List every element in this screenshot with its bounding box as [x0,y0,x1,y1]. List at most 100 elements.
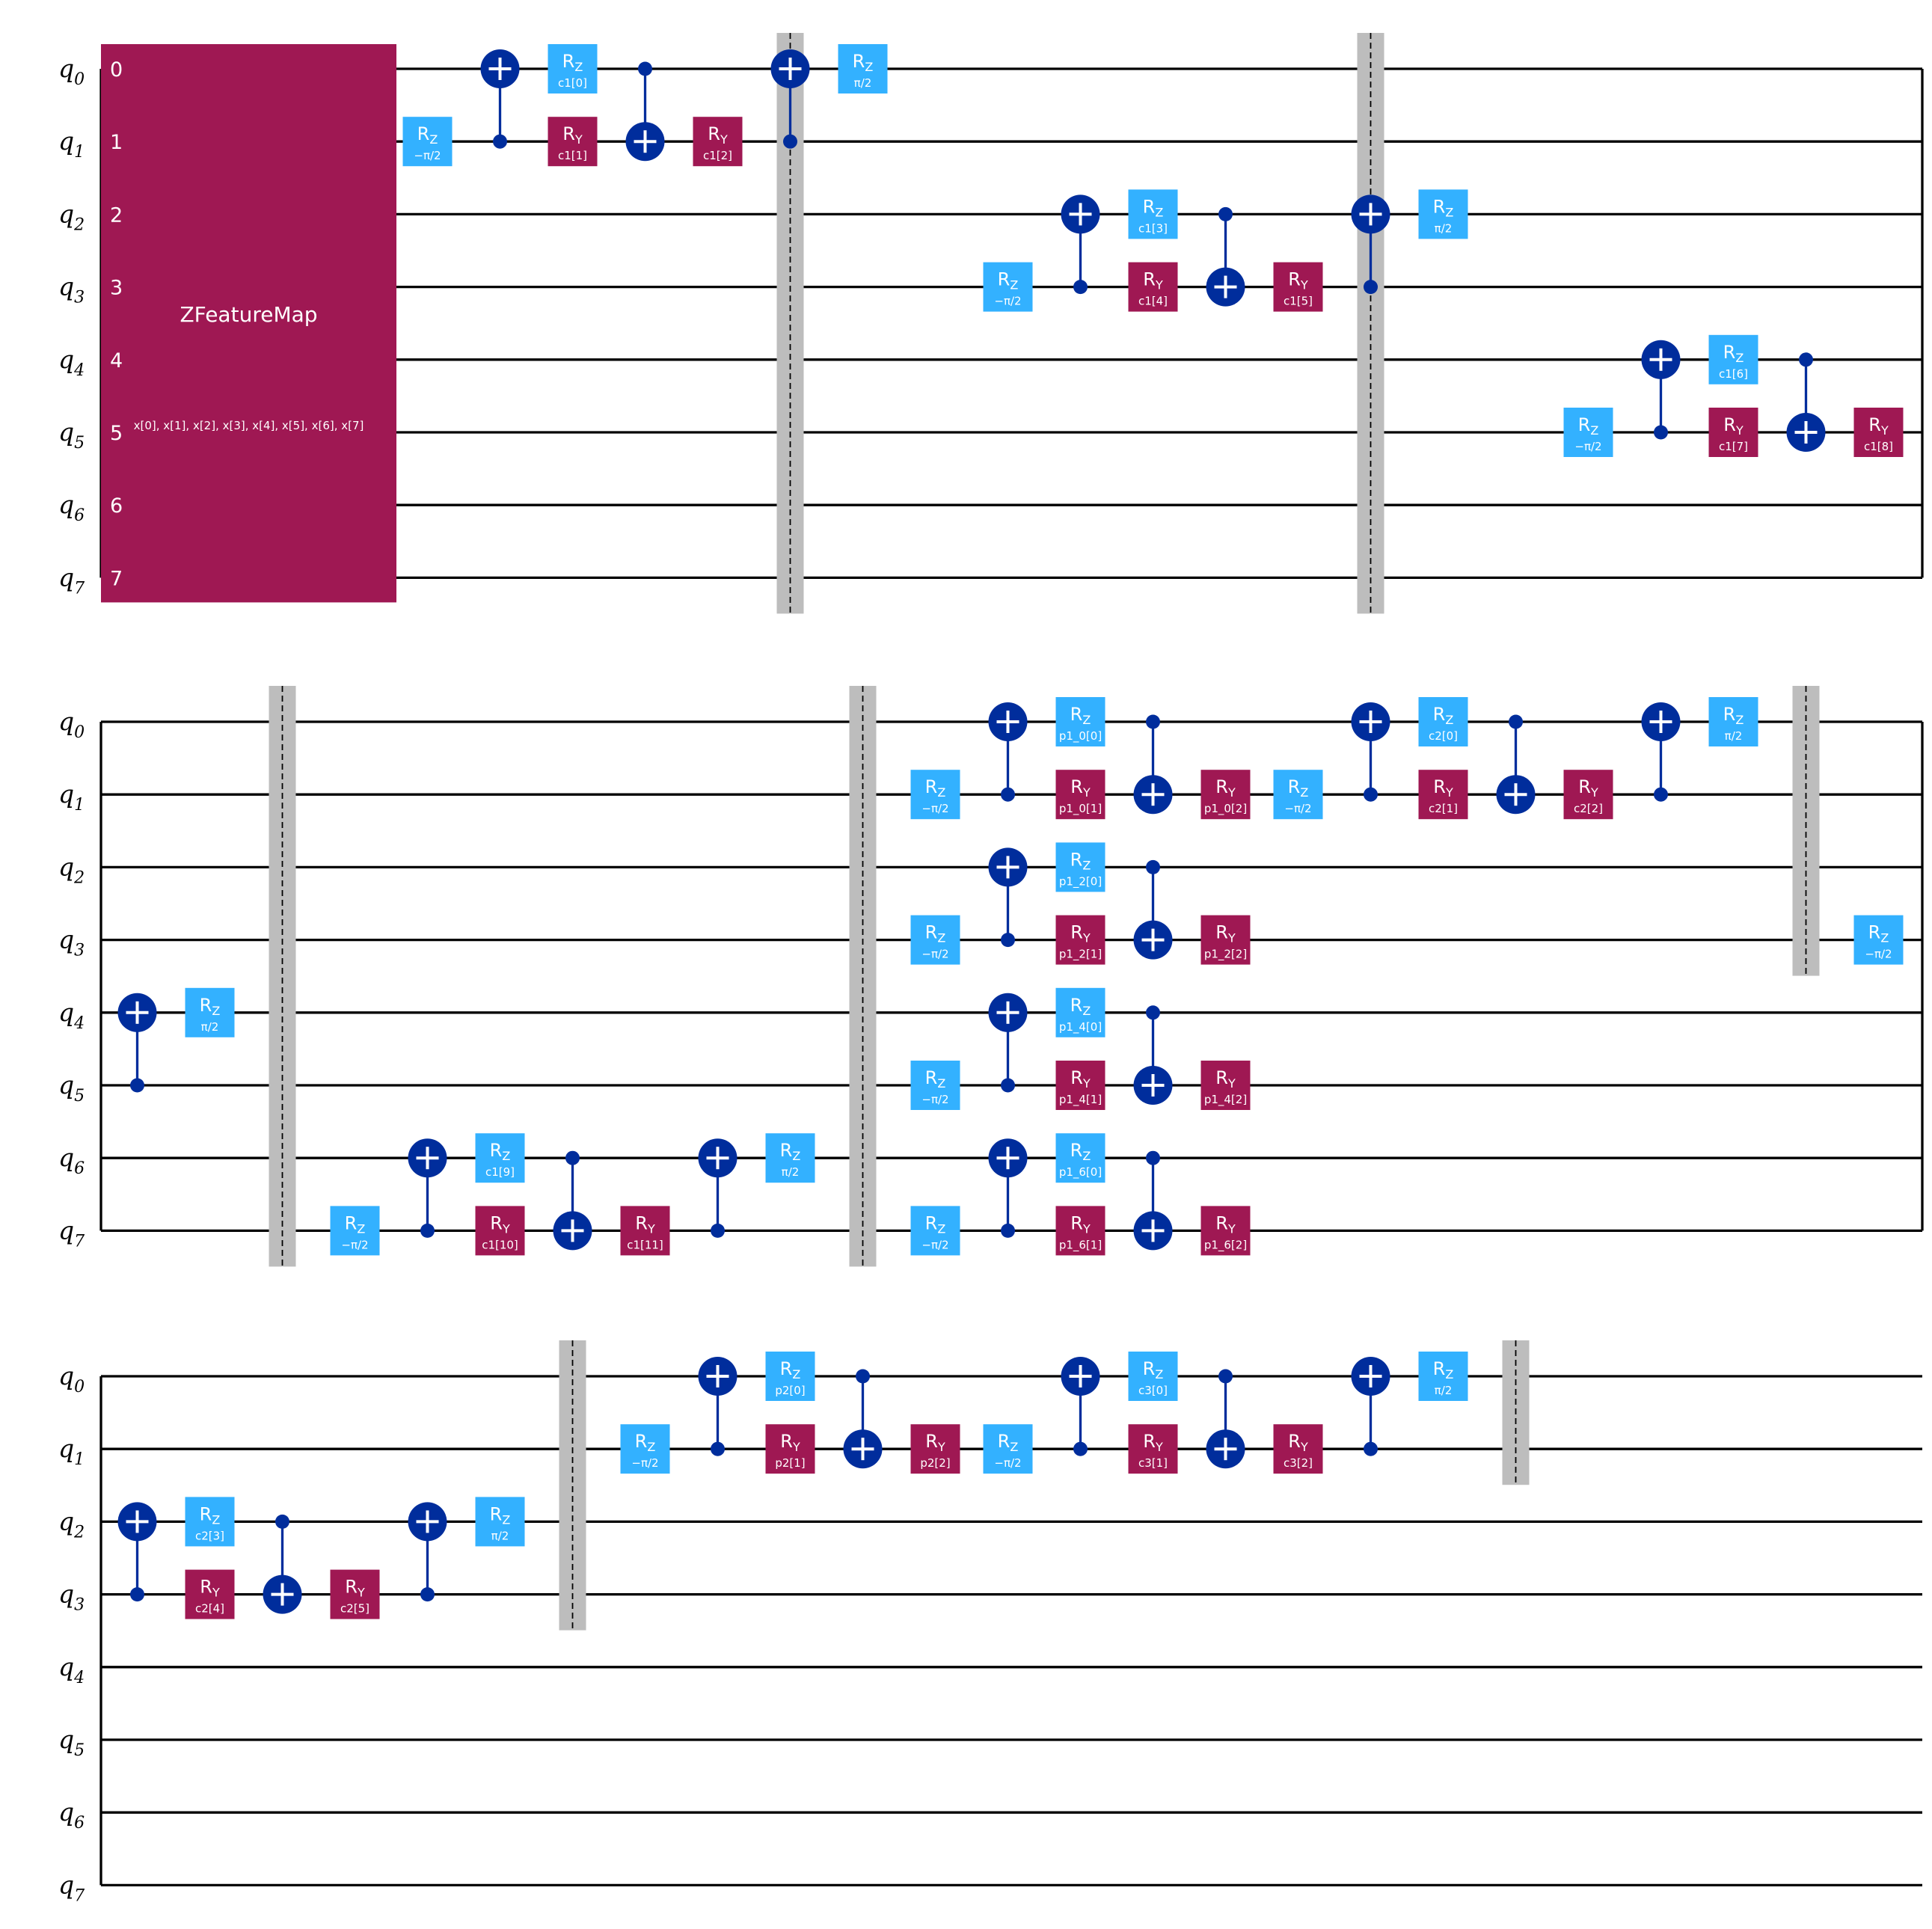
cnot-gate [1061,194,1100,295]
gate-name-axis: Z [937,931,945,945]
qubit-label-base: q [58,1797,74,1827]
ry-gate-box [330,1569,380,1619]
cnot-gate [843,1369,883,1469]
gate-name: RZ [1723,704,1744,727]
gate-name-axis: Y [574,132,583,147]
gate-name-axis: Z [212,1004,220,1018]
gate-parameter: p1_6[2] [1204,1238,1247,1252]
barrier [849,686,877,1267]
gate-name: RZ [1868,922,1889,945]
gate-name-axis: Z [1735,351,1744,365]
qubit-label-base: q [58,1215,74,1245]
qubit-label-index: 3 [74,1596,85,1615]
gate-name: RZ [925,1212,946,1236]
ry-gate-box [1273,262,1323,312]
cnot-gate [1133,1005,1173,1105]
gate-name: RY [635,1212,655,1236]
gate-name-base: R [925,922,938,943]
ry-gate-box [1200,1061,1251,1110]
rz-gate: RZ−π/2 [1853,915,1904,965]
cnot-control-dot [1001,1223,1015,1238]
rz-gate-box [765,1352,815,1401]
gate-name-base: R [998,269,1011,290]
gate-name-base: R [1433,1358,1446,1379]
gate-name-axis: Y [1300,1440,1308,1454]
gate-parameter: −π/2 [414,149,441,162]
rz-gate: RZπ/2 [765,1133,815,1183]
rz-gate-box [1128,189,1178,239]
rz-gate-box [910,1206,960,1256]
qubit-label-index: 1 [74,1450,85,1469]
gate-parameter: π/2 [854,76,872,90]
cnot-control-dot [1364,280,1378,295]
gate-name: RY [1143,1431,1163,1454]
qubit-label-base: q [58,1580,74,1609]
rz-gate-box [548,44,598,93]
rz-gate: RZ−π/2 [620,1424,670,1474]
rz-gate-box [1055,842,1105,892]
gate-name-axis: Z [1082,713,1091,727]
gate-name-axis: Z [502,1512,510,1527]
qubit-label-index: 6 [74,506,85,525]
cnot-control-dot [1218,206,1233,221]
rz-gate-box [983,1424,1033,1474]
cnot-gate [698,1357,737,1456]
gate-name: RY [1070,922,1091,945]
gate-name-axis: Y [792,1440,800,1454]
qubit-label-q1: q1 [58,779,85,815]
cnot-gate [480,49,520,149]
cnot-control-dot [1364,1441,1378,1456]
gate-name-axis: Y [1155,1440,1163,1454]
gate-parameter: p2[1] [775,1456,805,1470]
rz-gate: RZ−π/2 [983,1424,1033,1474]
qubit-label-q0: q0 [58,1361,85,1396]
gate-name: RZ [417,123,438,147]
gate-parameter: c2[3] [195,1529,224,1542]
qubit-label-index: 7 [74,1886,85,1905]
gate-name-axis: Z [1082,1149,1091,1163]
cnot-control-dot [420,1587,435,1602]
cnot-control-dot [1146,1150,1160,1165]
qubit-label-q7: q7 [58,1215,85,1251]
gate-parameter: −π/2 [921,802,948,815]
cnot-gate [117,1502,157,1602]
qubit-label-base: q [58,199,74,228]
gate-name-base: R [417,123,430,144]
cnot-control-dot [1218,1369,1233,1384]
gate-name-axis: Z [937,1221,945,1236]
qubit-label-base: q [58,779,74,809]
cnot-control-dot [638,61,652,76]
qubit-label-q4: q4 [58,998,85,1033]
circuit-row-2: q0q1q2q3q4q5q6q7RZc2[3]RYc2[4]RYc2[5]RZπ… [58,1340,1922,1905]
qubit-label-base: q [58,925,74,954]
rz-gate-box [910,770,960,820]
gate-name: RY [1143,269,1163,292]
gate-name-axis: Y [937,1440,945,1454]
cnot-control-dot [1654,787,1668,802]
rz-gate-box [910,915,960,965]
feature-map-index: 1 [110,131,123,154]
gate-name: RY [1070,1067,1091,1091]
gate-name-axis: Z [1445,713,1453,727]
gate-parameter: −π/2 [1284,802,1311,815]
rz-gate: RZπ/2 [475,1497,525,1547]
qubit-label-base: q [58,54,74,83]
gate-parameter: c1[11] [627,1238,663,1251]
rz-gate: RZπ/2 [838,44,888,93]
rz-gate-box [983,262,1033,312]
ry-gate-box [1128,262,1178,312]
ry-gate-box [1055,1206,1105,1256]
gate-name: RY [1288,269,1308,292]
rz-gate: RZ−π/2 [910,1206,960,1256]
circuit-row-1: q0q1q2q3q4q5q6q7RZπ/2RZ−π/2RZc1[9]RYc1[1… [58,686,1924,1267]
gate-name-base: R [1723,704,1736,725]
gate-name-base: R [1215,1212,1228,1233]
gate-name-base: R [562,51,575,72]
qubit-label-base: q [58,1070,74,1100]
gate-name-base: R [708,123,720,144]
